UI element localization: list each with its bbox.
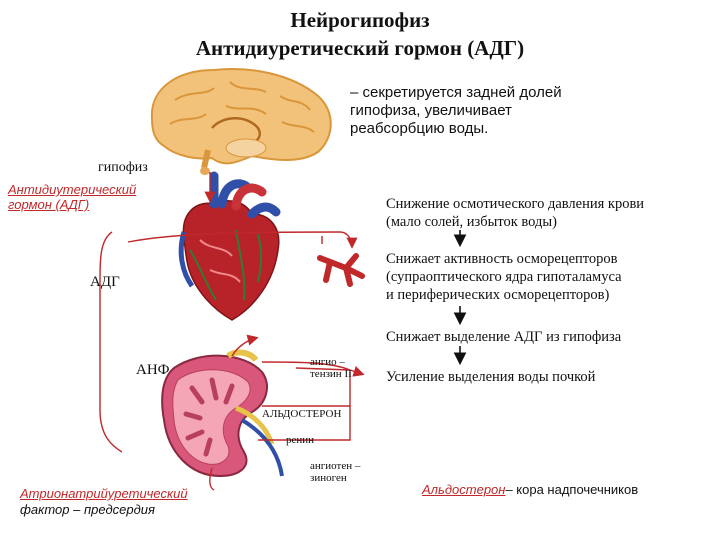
adh-short-label: АДГ	[90, 274, 120, 290]
step-osmotic-pressure: Снижение осмотического давления крови (м…	[386, 196, 645, 230]
vessel-illustration	[317, 253, 365, 287]
angiotensinogen-label: ангиотен – зиноген	[310, 460, 361, 484]
aldosterone-label: АЛЬДОСТЕРОН	[262, 408, 342, 420]
aldosterone-note: Альдостерон– кора надпочечников	[422, 482, 639, 497]
renin-label: ренин	[286, 434, 315, 446]
step-osmoreceptors: Снижает активность осморецепторов (супра…	[386, 251, 622, 303]
anf-label: АНФ	[136, 362, 170, 378]
step-adh-release: Снижает выделение АДГ из гипофиза	[386, 329, 622, 345]
heart-illustration	[178, 171, 281, 321]
adh-description: – секретируется задней долей гипофиза, у…	[350, 84, 562, 137]
step-water-excretion: Усиление выделения воды почкой	[386, 369, 596, 385]
feedback-arrows	[99, 172, 365, 491]
adh-full-label: Антидиутерический гормон (АДГ)	[8, 182, 137, 212]
hypophysis-label: гипофиз	[98, 160, 148, 175]
page-title: Нейрогипофиз	[290, 8, 430, 32]
angiotensin2-label: ангио – тензин II	[310, 356, 352, 380]
brain-illustration	[150, 68, 332, 175]
page-subtitle: Антидиуретический гормон (АДГ)	[195, 36, 525, 60]
anf-full-label: Атрионатрийуретический фактор – предсерд…	[20, 486, 188, 517]
